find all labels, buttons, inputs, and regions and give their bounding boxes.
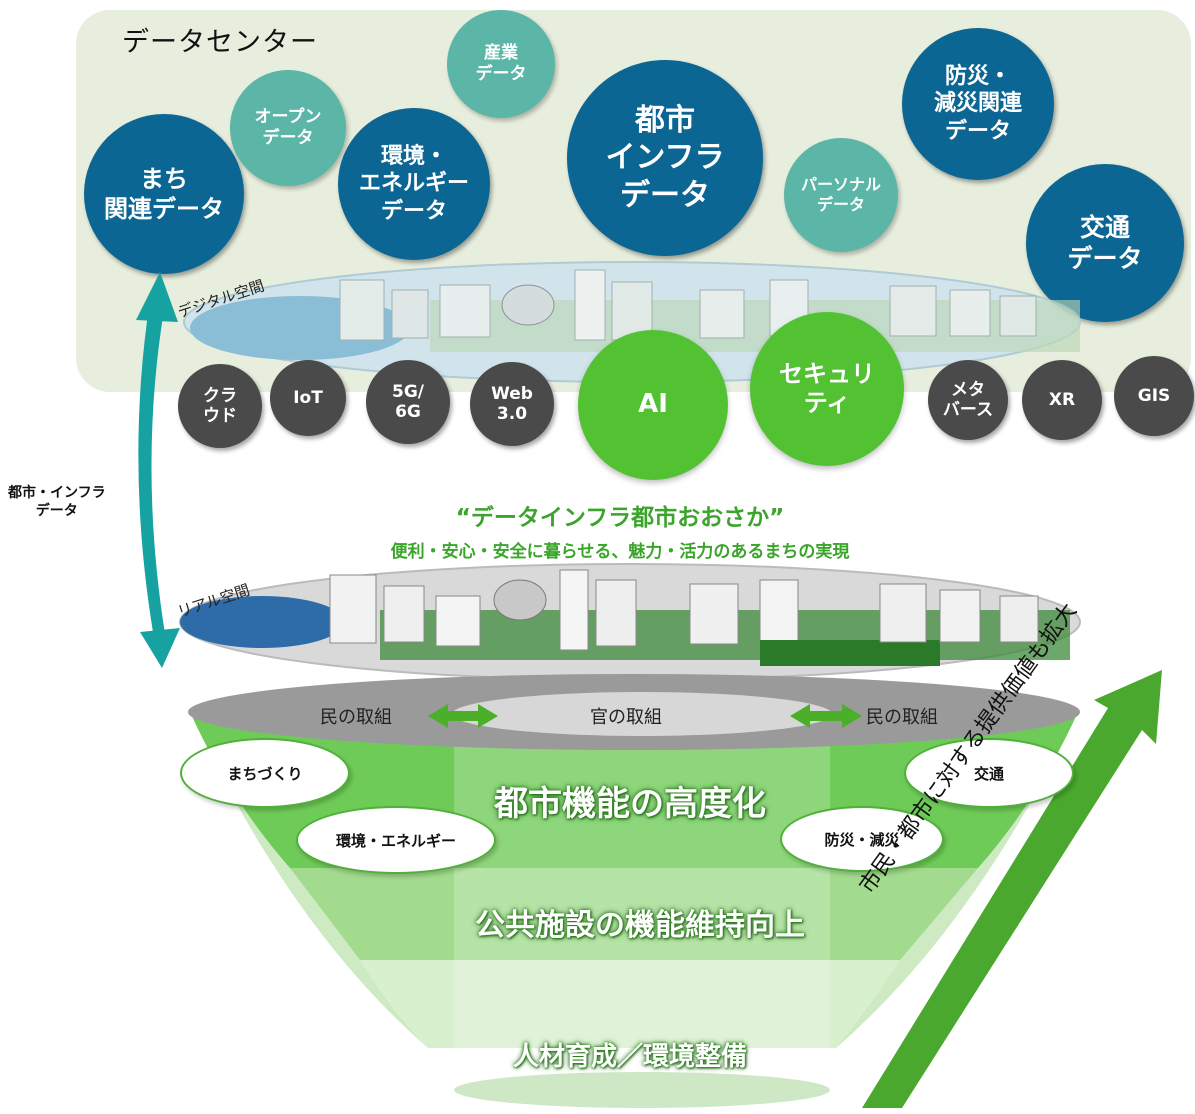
real-city-illustration <box>179 563 1081 681</box>
data-center-title: データセンター <box>122 27 318 58</box>
iot-tech-circle: IoT <box>270 360 346 436</box>
public-initiatives-label: 官の取組 <box>590 707 662 728</box>
oval-town-development: まちづくり <box>180 738 350 808</box>
urban-infrastructure-side-label: 都市・インフラ データ <box>8 485 106 520</box>
band-human-resources-environment: 人材育成／環境整備 <box>512 1042 747 1072</box>
security-tech-circle: セキュリ ティ <box>750 312 904 466</box>
vision-subtitle: 便利・安心・安全に暮らせる、魅力・活力のあるまちの実現 <box>390 542 850 562</box>
green-horizontal-arrows <box>428 704 862 728</box>
cyan-vertical-arrow <box>136 272 180 668</box>
gis-tech-circle: GIS <box>1114 356 1194 436</box>
environment-energy-data-bubble: 環境・ エネルギー データ <box>338 108 490 260</box>
cloud-tech-circle: クラ ウド <box>178 364 262 448</box>
metaverse-tech-circle: メタ バース <box>928 360 1008 440</box>
value-expansion-arrow <box>862 670 1162 1108</box>
web3-tech-circle: Web 3.0 <box>470 362 554 446</box>
private-initiatives-left-label: 民の取組 <box>320 707 392 728</box>
private-initiatives-right-label: 民の取組 <box>866 707 938 728</box>
band-urban-function-advancement: 都市機能の高度化 <box>494 784 766 824</box>
band-public-facility-improvement: 公共施設の機能維持向上 <box>475 908 805 943</box>
town-data-bubble: まち 関連データ <box>84 114 244 274</box>
oval-disaster-prevention: 防災・減災 <box>780 806 944 872</box>
xr-tech-circle: XR <box>1022 360 1102 440</box>
ai-tech-circle: AI <box>578 330 728 480</box>
transport-data-bubble: 交通 データ <box>1026 164 1184 322</box>
oval-environment-energy: 環境・エネルギー <box>296 806 496 874</box>
open-data-bubble: オープン データ <box>230 70 346 186</box>
personal-data-bubble: パーソナル データ <box>784 138 898 252</box>
5g6g-tech-circle: 5G/ 6G <box>366 360 450 444</box>
oval-transport: 交通 <box>904 738 1074 808</box>
funnel-graphic <box>188 674 1080 1108</box>
vision-title: “データインフラ都市おおさか” <box>455 505 785 531</box>
disaster-data-bubble: 防災・ 減災関連 データ <box>902 28 1054 180</box>
industry-data-bubble: 産業 データ <box>447 10 555 118</box>
urban-infrastructure-data-bubble: 都市 インフラ データ <box>567 60 763 256</box>
